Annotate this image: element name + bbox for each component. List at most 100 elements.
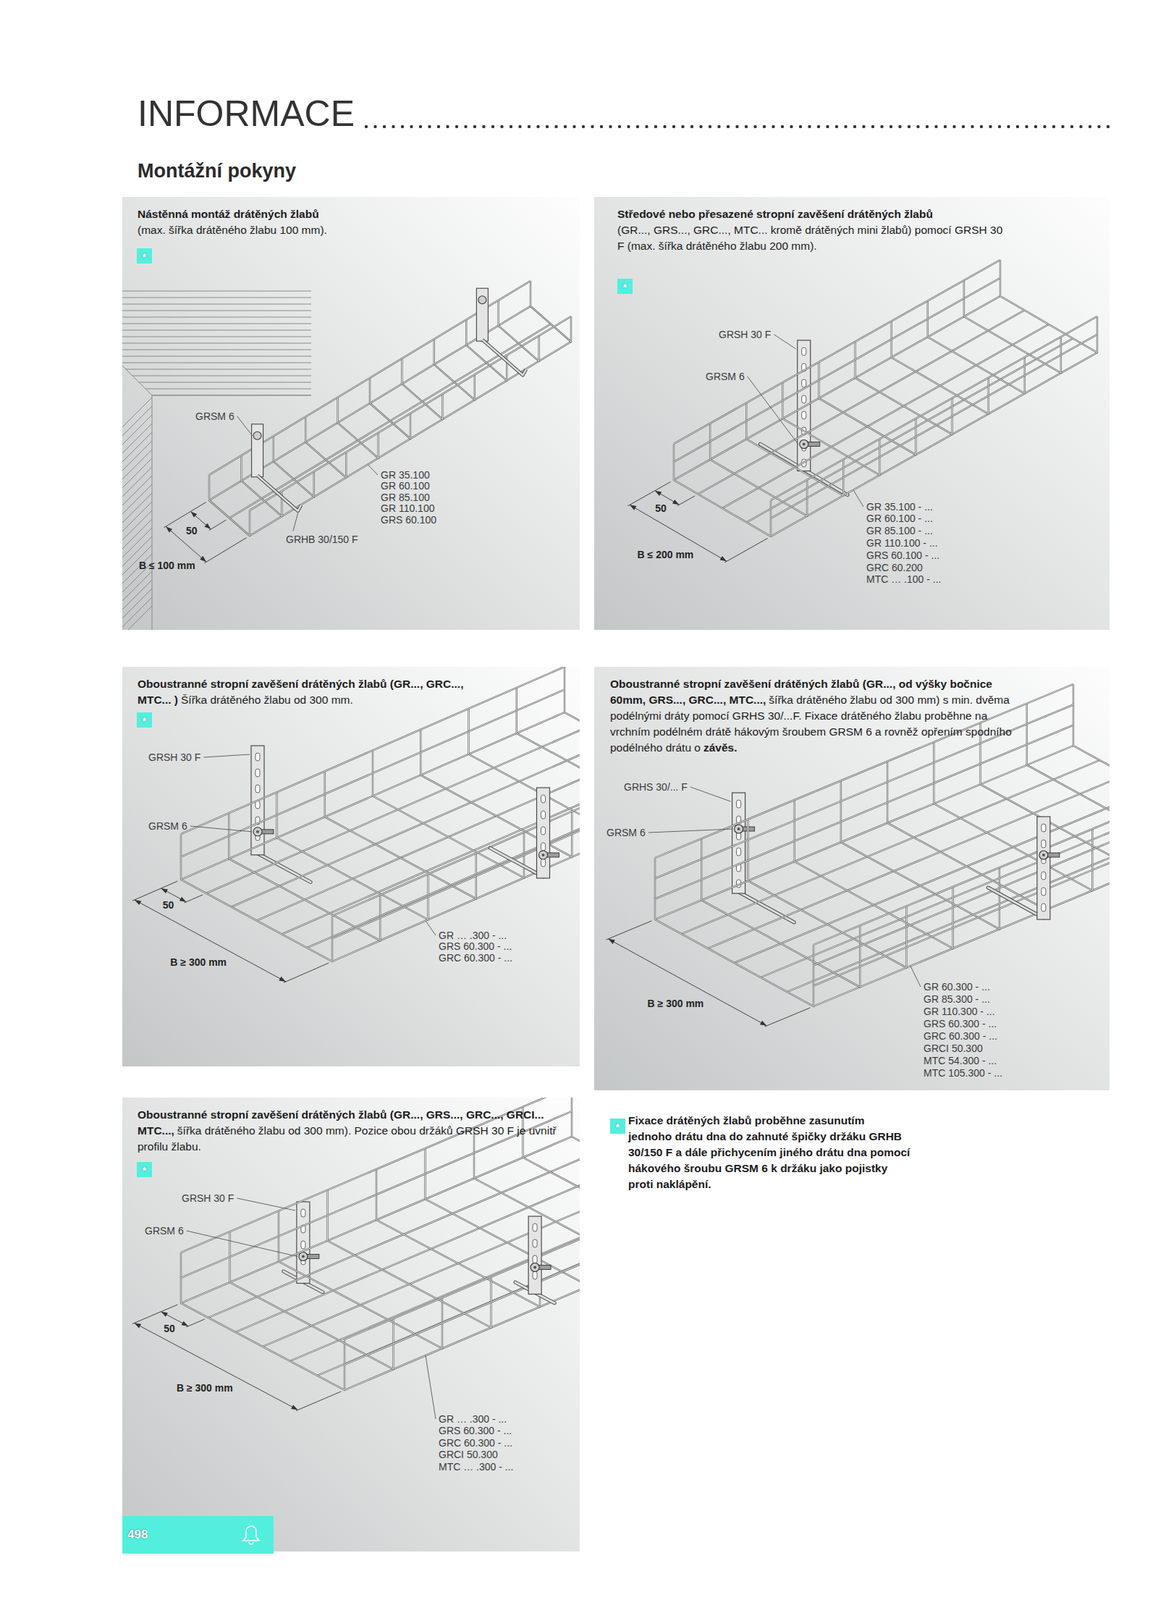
title-dot bbox=[491, 125, 495, 129]
wire bbox=[1000, 259, 1098, 353]
hanger-hole bbox=[736, 879, 742, 888]
hook-bolt bbox=[542, 853, 545, 857]
wire bbox=[673, 296, 1001, 480]
wall-hatch bbox=[122, 414, 152, 445]
panel-background bbox=[594, 196, 1110, 630]
wire bbox=[707, 774, 1110, 949]
section-heading-text: Montážní pokyny bbox=[137, 159, 297, 182]
hanger-hole bbox=[301, 1256, 306, 1265]
note-text: Fixace drátěných žlabů proběhne zasunutí… bbox=[628, 1112, 911, 1193]
wire bbox=[281, 766, 580, 934]
page-number: 498 bbox=[127, 1527, 148, 1542]
wire bbox=[770, 352, 1098, 537]
hanger-hole bbox=[1041, 887, 1046, 896]
wire bbox=[277, 791, 429, 920]
hanger-hole bbox=[736, 815, 742, 824]
title-dot bbox=[699, 125, 703, 129]
extension-line bbox=[627, 481, 671, 506]
title-dot bbox=[409, 125, 413, 129]
product-code: GR 110.100 - ... bbox=[866, 537, 938, 550]
tray-illustration bbox=[122, 280, 572, 630]
wire bbox=[673, 259, 1001, 444]
wall-hatch bbox=[122, 501, 152, 532]
product-code-text: MTC 105.300 - ... bbox=[923, 1066, 1003, 1079]
wire bbox=[290, 1194, 580, 1361]
wire bbox=[337, 397, 379, 459]
wire bbox=[746, 338, 1074, 523]
wire bbox=[401, 358, 443, 420]
product-code: MTC … .300 - ... bbox=[438, 1460, 514, 1473]
leader-line bbox=[367, 464, 378, 475]
panel-text: závěs. bbox=[703, 741, 738, 754]
dimension-label-text: B ≥ 300 mm bbox=[647, 997, 705, 1009]
product-code: GRCI 50.300 bbox=[923, 1042, 983, 1055]
wire bbox=[855, 341, 953, 435]
wire bbox=[1073, 683, 1110, 833]
title-dot bbox=[1061, 125, 1064, 129]
wire bbox=[794, 799, 954, 949]
wire bbox=[707, 774, 1110, 949]
wire bbox=[249, 316, 572, 511]
wire bbox=[332, 771, 580, 939]
product-code: GRCI 50.300 bbox=[438, 1448, 498, 1461]
title-dot bbox=[771, 125, 775, 129]
product-code-text: GR 35.100 - ... bbox=[866, 500, 933, 513]
extension-line bbox=[132, 880, 178, 901]
wire bbox=[746, 338, 1074, 523]
hanger-bar bbox=[1037, 816, 1051, 920]
wire bbox=[278, 1210, 443, 1349]
catalog-icon bbox=[243, 1525, 260, 1544]
part-label: GRSM 6 bbox=[144, 1224, 184, 1237]
product-code: GRS 60.300 - ... bbox=[438, 940, 512, 953]
leader-line bbox=[425, 1354, 436, 1419]
panel-heading: Středové nebo přesazené stropní zavěšení… bbox=[617, 206, 1009, 223]
wire bbox=[654, 857, 814, 1007]
wall-hatch bbox=[122, 317, 312, 318]
wire bbox=[344, 1223, 580, 1390]
dimension-arrow bbox=[190, 511, 197, 518]
dimension-label-text: 50 bbox=[163, 1322, 176, 1334]
note-text-text: Fixace drátěných žlabů proběhne zasunutí… bbox=[628, 1113, 910, 1190]
wire bbox=[1027, 703, 1110, 852]
wire bbox=[180, 833, 333, 962]
product-code: GRS 60.300 - ... bbox=[923, 1017, 997, 1030]
hanger-hole bbox=[301, 1208, 306, 1217]
dimension-arrow bbox=[278, 976, 286, 982]
wire bbox=[787, 817, 1111, 992]
title-dot bbox=[437, 125, 441, 129]
wire bbox=[782, 382, 880, 475]
part-label-text: GRSM 6 bbox=[144, 1224, 184, 1237]
extension-line bbox=[724, 537, 768, 562]
product-code: GRC 60.200 bbox=[866, 561, 923, 574]
wire bbox=[180, 666, 565, 834]
wire bbox=[262, 1179, 580, 1347]
wire bbox=[241, 455, 282, 517]
extension-line bbox=[209, 519, 227, 530]
leader-line bbox=[910, 965, 921, 987]
title-dot bbox=[427, 125, 431, 129]
hanger-hole bbox=[301, 1224, 306, 1233]
wire bbox=[327, 1189, 492, 1328]
hook-bolt bbox=[734, 824, 744, 834]
hanger-hole bbox=[1041, 823, 1046, 832]
tray-illustration bbox=[132, 1097, 580, 1411]
title-dot bbox=[581, 125, 585, 129]
wall-hatch bbox=[122, 484, 152, 514]
page-title-text: INFORMACE bbox=[137, 93, 355, 134]
hanger-bar bbox=[251, 745, 265, 855]
wire bbox=[498, 300, 540, 362]
title-dot bbox=[1079, 125, 1083, 129]
dimension-arrow bbox=[629, 504, 637, 510]
title-dot bbox=[1024, 125, 1028, 129]
hook-bolt bbox=[539, 850, 548, 860]
panel-text-block: Oboustranné stropní zavěšení drátěných ž… bbox=[610, 675, 1027, 756]
hook-bolt bbox=[256, 830, 260, 834]
product-code-text: GR … .300 - ... bbox=[438, 929, 507, 941]
wall-hatch bbox=[122, 510, 152, 540]
wire bbox=[344, 1172, 580, 1339]
wire bbox=[306, 780, 580, 948]
product-code: GR 35.100 - ... bbox=[866, 500, 933, 514]
wire bbox=[332, 748, 580, 916]
instruction-panel: Oboustranné stropní zavěšení drátěných ž… bbox=[122, 1097, 580, 1551]
